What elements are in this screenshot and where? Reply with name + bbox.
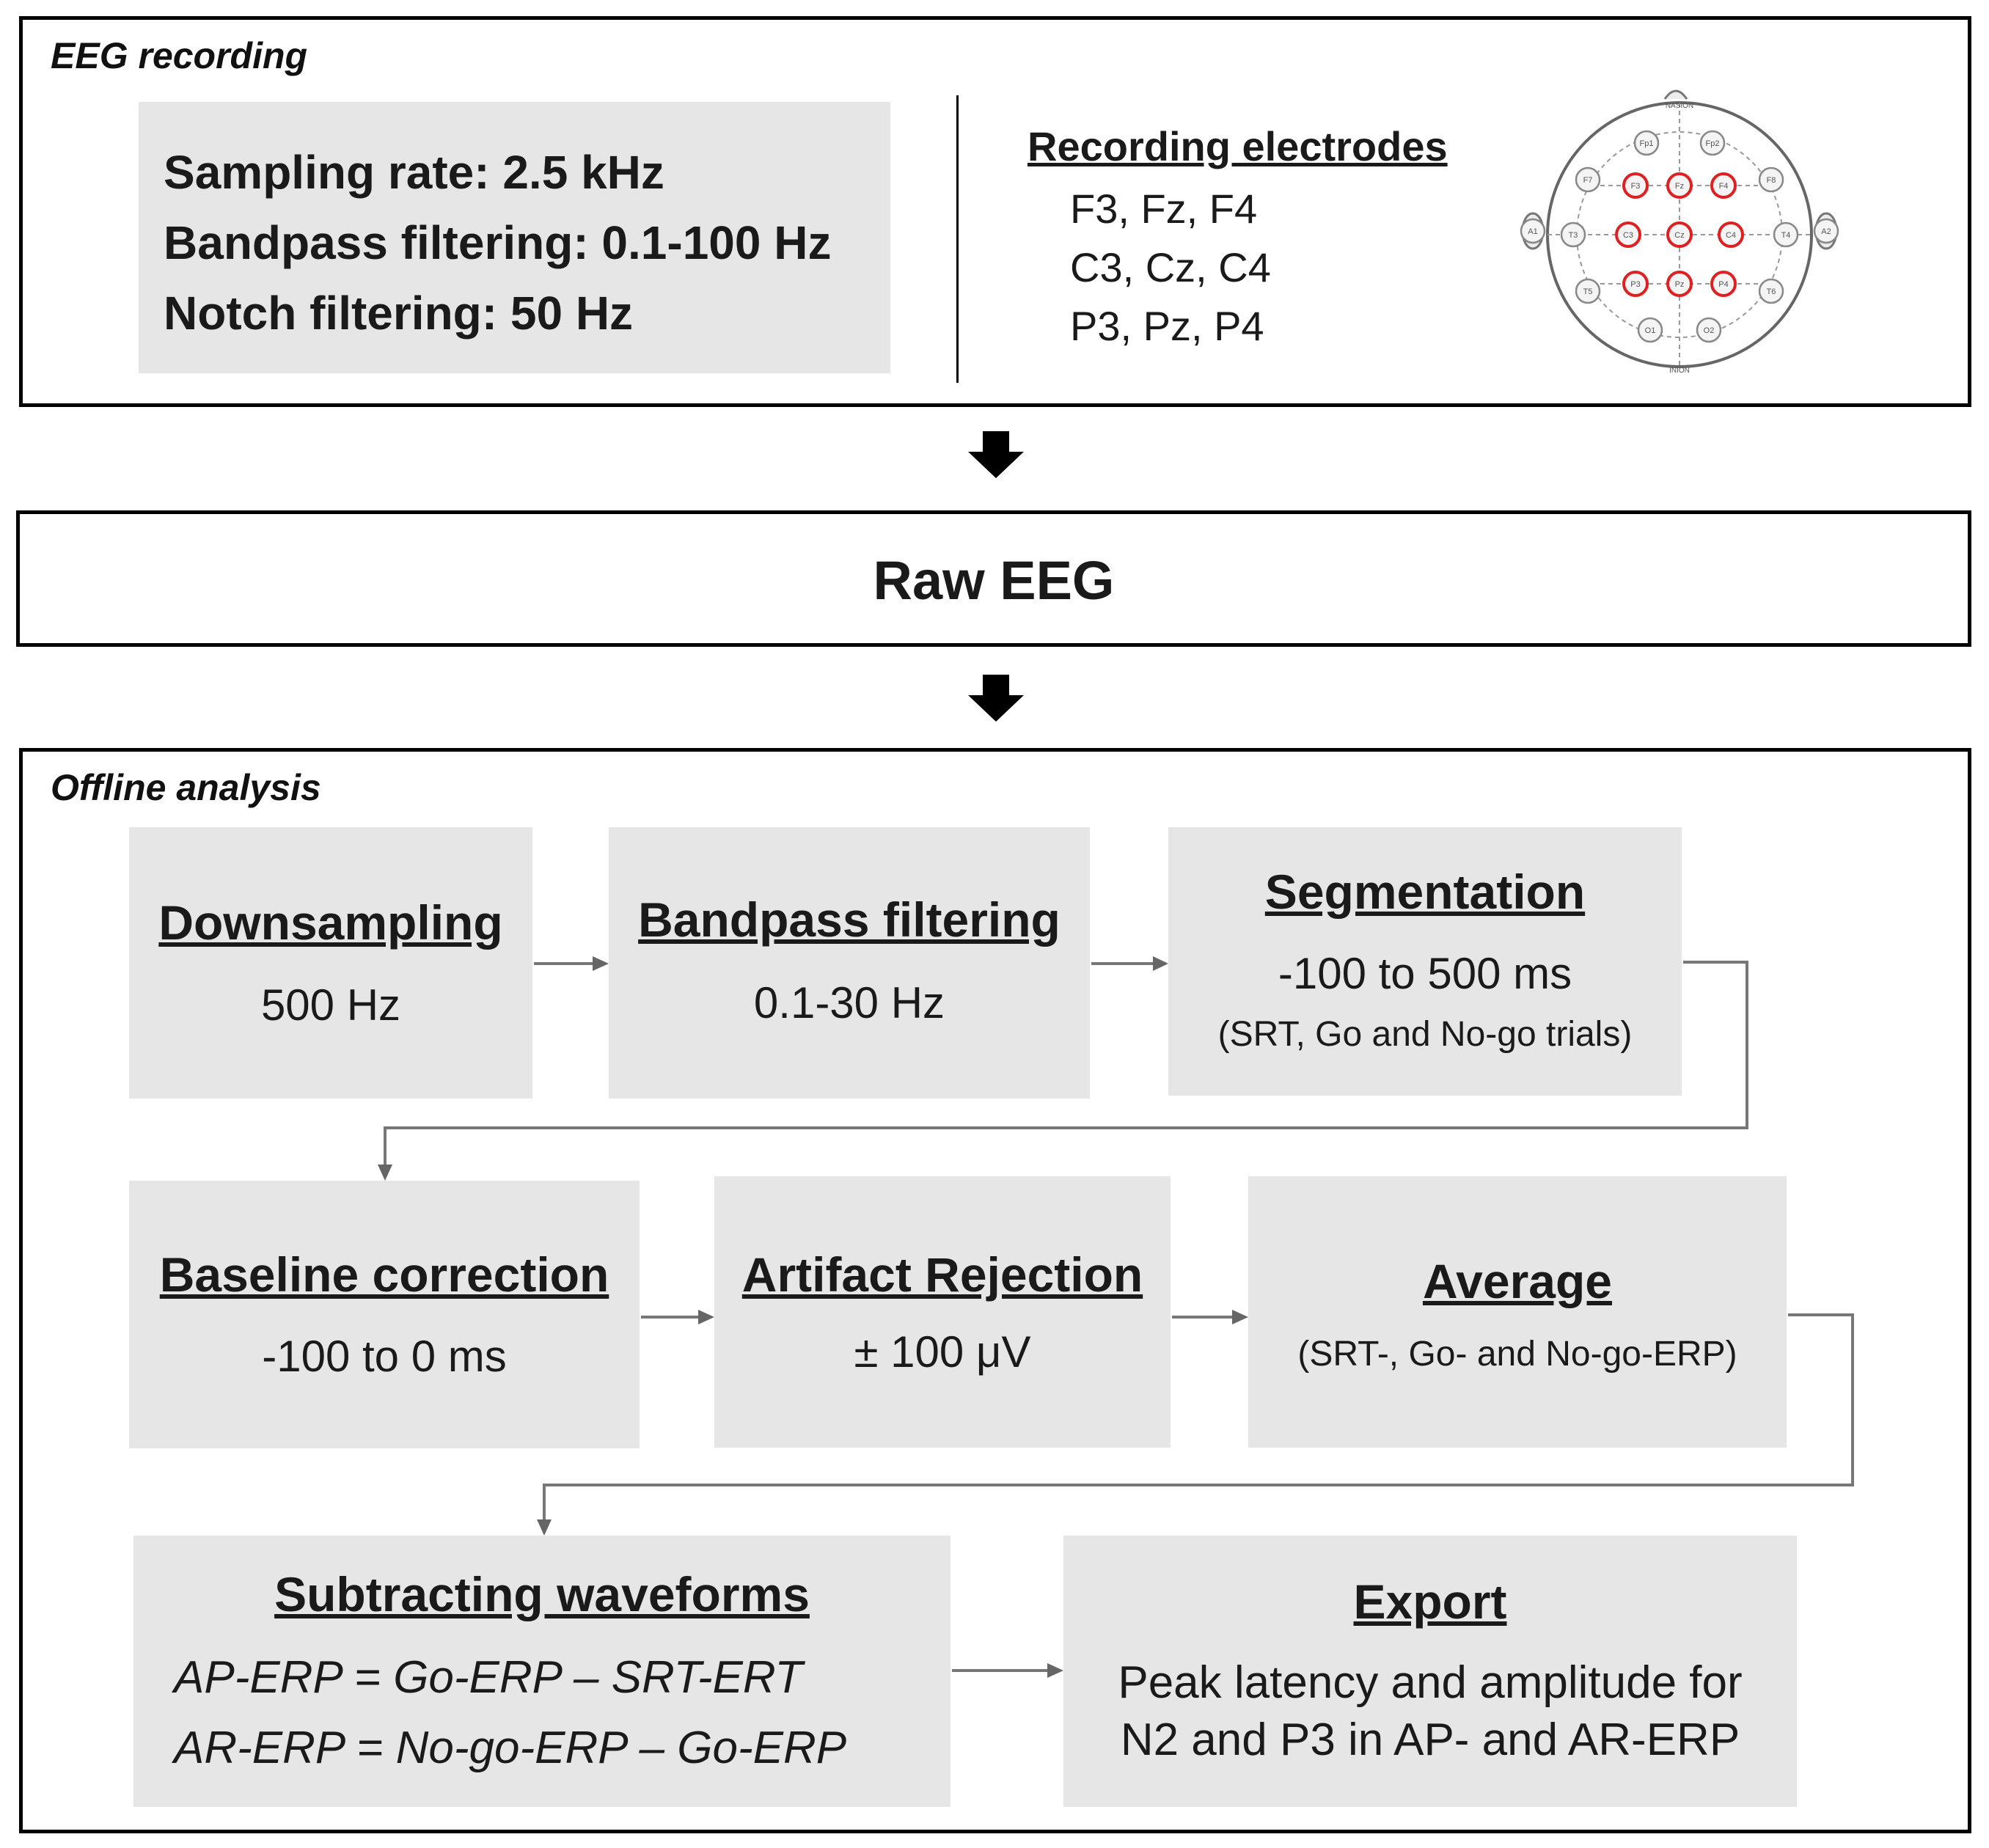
- electrode-f7: [1575, 166, 1601, 193]
- artifact-box: Artifact Rejection ± 100 μV: [714, 1176, 1171, 1448]
- electrode-a2: [1813, 218, 1839, 244]
- artifact-title: Artifact Rejection: [741, 1247, 1143, 1302]
- eeg-recording-label: EEG recording: [51, 35, 308, 76]
- inion-label: INION: [1669, 367, 1690, 375]
- raw-eeg-label: Raw EEG: [873, 550, 1115, 611]
- electrode-c4: [1718, 221, 1744, 248]
- electrode-label-c3: C3: [1623, 231, 1633, 240]
- electrodes-title: Recording electrodes: [1028, 123, 1448, 169]
- divider-line: [956, 95, 959, 383]
- average-sub: (SRT-, Go- and No-go-ERP): [1297, 1335, 1737, 1374]
- offline-analysis-label: Offline analysis: [51, 767, 321, 808]
- electrode-p3: [1622, 271, 1649, 297]
- export-title: Export: [1353, 1574, 1507, 1629]
- electrode-t6: [1758, 278, 1784, 304]
- electrode-label-o1: O1: [1645, 326, 1656, 335]
- bandpass-filter-text: Bandpass filtering: 0.1-100 Hz: [164, 216, 832, 269]
- electrode-fp2: [1699, 130, 1726, 156]
- electrode-label-f8: F8: [1767, 176, 1776, 185]
- export-line-1: Peak latency and amplitude for: [1118, 1657, 1743, 1708]
- electrode-t5: [1575, 278, 1601, 304]
- average-box: Average (SRT-, Go- and No-go-ERP): [1248, 1176, 1787, 1448]
- ap-erp-formula: AP-ERP = Go-ERP – SRT-ERT: [174, 1652, 803, 1703]
- electrode-fz: [1666, 172, 1693, 199]
- electrode-f3: [1622, 172, 1649, 199]
- electrode-a1: [1520, 218, 1546, 244]
- export-box: Export Peak latency and amplitude for N2…: [1063, 1536, 1797, 1807]
- artifact-value: ± 100 μV: [854, 1327, 1031, 1376]
- electrode-o1: [1637, 317, 1663, 343]
- electrode-label-p3: P3: [1630, 280, 1640, 289]
- electrode-label-t3: T3: [1569, 231, 1578, 240]
- electrode-label-o2: O2: [1704, 326, 1715, 335]
- baseline-value: -100 to 0 ms: [262, 1332, 507, 1381]
- sampling-rate-text: Sampling rate: 2.5 kHz: [164, 146, 664, 199]
- subtracting-title: Subtracting waveforms: [274, 1567, 810, 1621]
- electrode-cz: [1666, 221, 1693, 248]
- baseline-box: Baseline correction -100 to 0 ms: [129, 1181, 640, 1448]
- electrode-label-t4: T4: [1781, 231, 1791, 240]
- segmentation-value: -100 to 500 ms: [1278, 949, 1572, 998]
- electrode-label-a1: A1: [1528, 227, 1537, 236]
- downsampling-box: Downsampling 500 Hz: [129, 827, 532, 1099]
- downsampling-title: Downsampling: [158, 895, 503, 950]
- segmentation-box: Segmentation -100 to 500 ms (SRT, Go and…: [1168, 827, 1682, 1096]
- electrode-label-a2: A2: [1821, 227, 1831, 236]
- electrode-label-cz: Cz: [1674, 231, 1684, 240]
- recording-parameters-box: Sampling rate: 2.5 kHz Bandpass filterin…: [139, 102, 890, 373]
- segmentation-sub: (SRT, Go and No-go trials): [1217, 1015, 1633, 1054]
- electrode-label-pz: Pz: [1675, 280, 1685, 289]
- raw-eeg-panel: Raw EEG: [16, 510, 1971, 647]
- electrode-t3: [1560, 221, 1586, 248]
- electrodes-parietal: P3, Pz, P4: [1070, 303, 1264, 349]
- electrode-label-f7: F7: [1583, 176, 1593, 185]
- bandpass-box: Bandpass filtering 0.1-30 Hz: [609, 827, 1090, 1099]
- segmentation-title: Segmentation: [1264, 865, 1586, 919]
- ar-erp-formula: AR-ERP = No-go-ERP – Go-ERP: [174, 1723, 847, 1773]
- electrodes-central: C3, Cz, C4: [1070, 244, 1271, 290]
- electrode-label-f3: F3: [1631, 182, 1641, 191]
- electrode-label-p4: P4: [1718, 280, 1728, 289]
- electrode-fp1: [1633, 130, 1660, 156]
- downsampling-value: 500 Hz: [260, 980, 401, 1030]
- electrode-o2: [1696, 317, 1722, 343]
- electrode-label-fz: Fz: [1675, 182, 1684, 191]
- electrode-t4: [1773, 221, 1799, 248]
- electrode-label-t5: T5: [1583, 287, 1593, 296]
- flow-arrow-2: [968, 675, 1024, 722]
- electrode-pz: [1666, 271, 1693, 297]
- nasion-label: NASION: [1666, 102, 1693, 110]
- electrode-f8: [1758, 166, 1784, 193]
- electrode-label-fp1: Fp1: [1640, 139, 1654, 148]
- flow-arrow-1: [968, 431, 1024, 478]
- notch-filter-text: Notch filtering: 50 Hz: [164, 287, 634, 340]
- electrode-label-t6: T6: [1767, 287, 1776, 296]
- electrode-label-c4: C4: [1726, 231, 1736, 240]
- average-title: Average: [1422, 1254, 1613, 1308]
- export-line-2: N2 and P3 in AP- and AR-ERP: [1120, 1715, 1740, 1765]
- electrode-label-f4: F4: [1719, 182, 1729, 191]
- bandpass-title: Bandpass filtering: [638, 892, 1061, 947]
- bandpass-value: 0.1-30 Hz: [753, 978, 945, 1027]
- electrode-c3: [1615, 221, 1641, 248]
- baseline-title: Baseline correction: [159, 1247, 609, 1302]
- electrode-label-fp2: Fp2: [1706, 139, 1720, 148]
- electrodes-frontal: F3, Fz, F4: [1070, 186, 1258, 232]
- electrode-f4: [1710, 172, 1737, 199]
- subtracting-box: Subtracting waveforms AP-ERP = Go-ERP – …: [133, 1536, 950, 1807]
- electrode-p4: [1710, 271, 1737, 297]
